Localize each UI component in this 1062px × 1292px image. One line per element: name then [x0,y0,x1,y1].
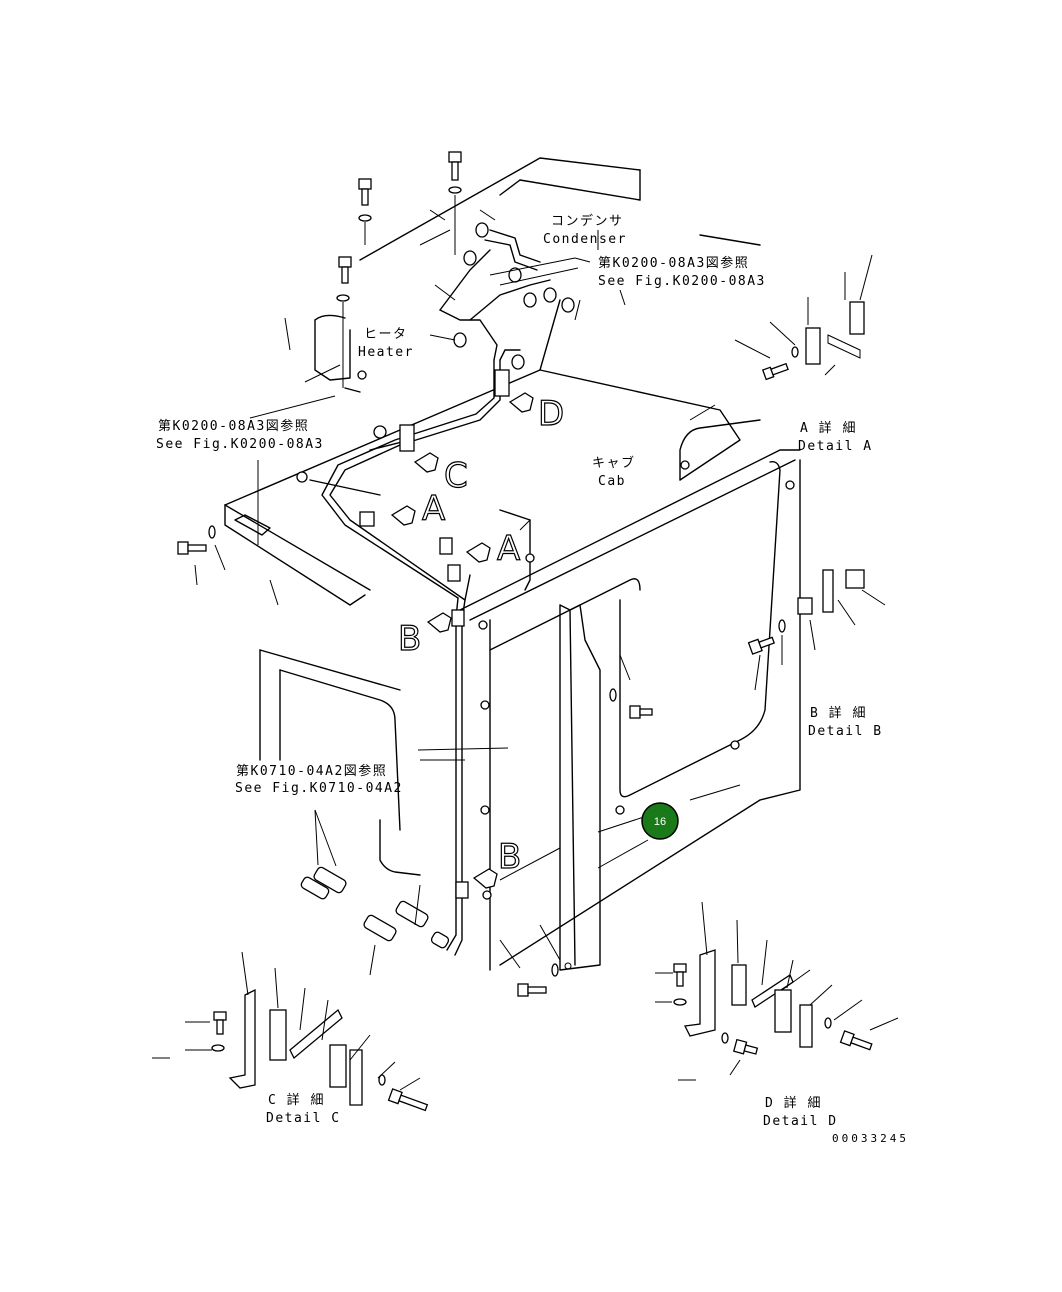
detail-c-label-jp: C 詳 細 [268,1092,325,1108]
detail-d-parts [655,901,899,1081]
condenser-label-en: Condenser [543,232,627,247]
arrow-letter-b1: B [398,619,421,659]
ref-bottom-label-en: See Fig.K0710-04A2 [235,781,403,796]
part-callout-16[interactable]: 16 [641,802,679,840]
ref-left-label-en: See Fig.K0200-08A3 [156,437,324,452]
heater-label-en: Heater [358,345,414,360]
detail-b-label-jp: B 詳 細 [810,705,867,721]
detail-a-label-en: Detail A [798,439,873,454]
arrow-letter-a1: A [422,489,445,529]
detail-b-parts [747,569,886,691]
leader-lines [194,209,741,969]
cab-body [224,157,801,971]
drawing-number: 00033245 [832,1132,909,1145]
detail-c-parts [152,951,429,1112]
fasteners [177,151,795,997]
cab-label-jp: キャブ [592,455,636,471]
ref-left-label-jp: 第K0200-08A3図参照 [158,418,309,434]
ref-bottom-label-jp: 第K0710-04A2図参照 [236,763,387,779]
detail-a-parts [734,254,873,381]
ref-right-label-en: See Fig.K0200-08A3 [598,274,766,289]
arrow-letter-a2: A [497,529,520,569]
detail-d-label-en: Detail D [763,1114,838,1129]
arrow-letter-d: D [538,394,564,434]
detail-a-label-jp: A 詳 細 [800,420,857,436]
cab-pillar [559,604,601,971]
callout-number: 16 [654,816,666,828]
cab-label-en: Cab [598,474,626,489]
hose-fittings [296,222,575,976]
arrow-letter-c: C [444,456,468,496]
heater-label-jp: ヒータ [364,327,408,342]
detail-d-label-jp: D 詳 細 [765,1095,822,1111]
detail-b-label-en: Detail B [808,724,883,739]
view-arrows [390,392,534,889]
ref-right-label-jp: 第K0200-08A3図参照 [598,255,749,271]
condenser-label-jp: コンデンサ [551,213,624,229]
detail-c-label-en: Detail C [266,1111,341,1126]
